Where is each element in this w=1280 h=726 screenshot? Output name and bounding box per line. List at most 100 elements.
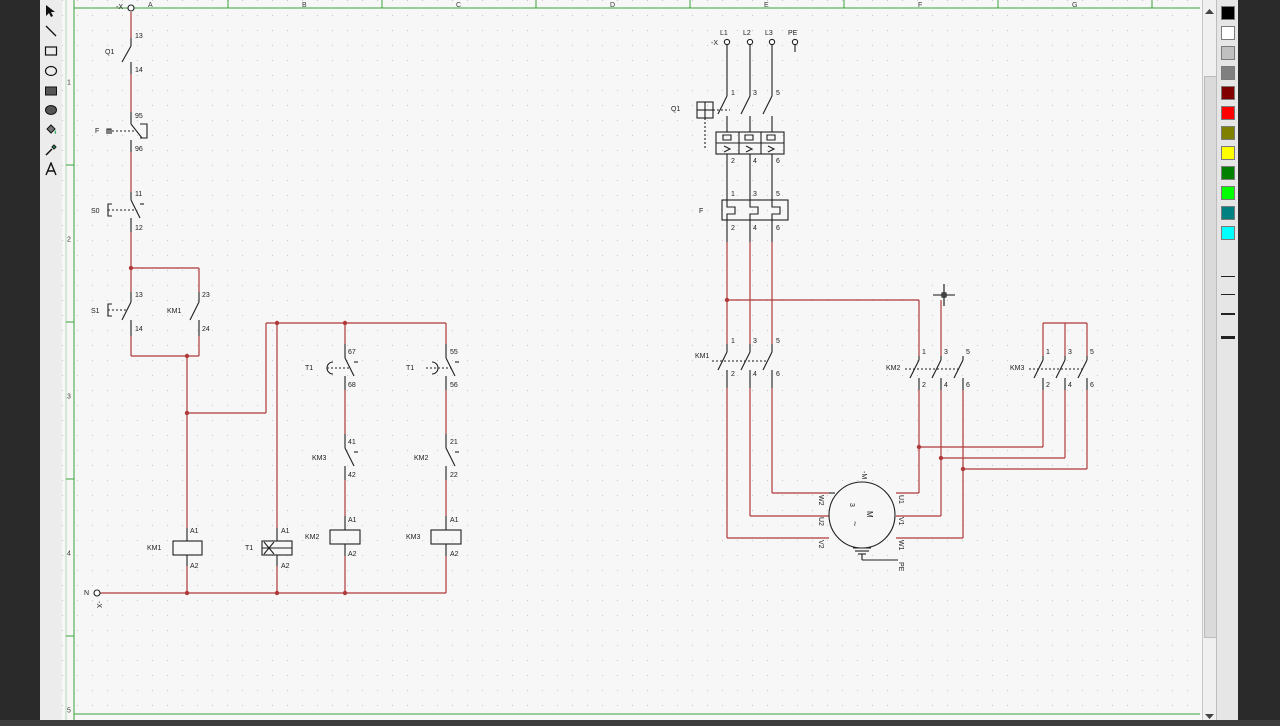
km2-int-label: KM2 [414, 455, 429, 462]
km3-int-label: KM3 [312, 455, 327, 462]
power-km1-bot-2: 2 [731, 371, 735, 378]
text-icon[interactable] [42, 160, 60, 178]
power-f-top-5: 5 [776, 191, 780, 198]
control-junctions [128, 265, 348, 596]
power-junctions [724, 297, 966, 472]
s0-label: S0 [91, 208, 100, 215]
power-f-bot-2: 2 [731, 225, 735, 232]
color-swatch[interactable] [1221, 66, 1235, 80]
filled-rectangle-icon[interactable] [42, 82, 60, 100]
ellipse-icon[interactable] [42, 62, 60, 80]
color-swatch[interactable] [1221, 226, 1235, 240]
t1-b-t2: 56 [450, 382, 458, 389]
arrow-icon[interactable] [42, 2, 60, 20]
color-swatch[interactable] [1221, 146, 1235, 160]
s0-t1: 11 [135, 191, 142, 198]
row-label-2: 2 [67, 237, 71, 244]
km2-int-t1: 21 [450, 439, 458, 446]
power-terminal-ref: -X [711, 40, 718, 47]
motor-v1: V1 [897, 517, 904, 526]
column-label-f: F [918, 2, 922, 9]
t1-a-t1: 67 [348, 349, 356, 356]
line-width-1[interactable] [1221, 276, 1235, 277]
coil-km2-a2: A2 [348, 551, 357, 558]
motor-type: M [865, 511, 874, 518]
color-swatch[interactable] [1221, 26, 1235, 40]
power-q1-top-1: 1 [731, 90, 735, 97]
s1-label: S1 [91, 308, 100, 315]
term-pe: PE [788, 30, 798, 37]
n-terminal-label: N [84, 590, 89, 597]
control-wiring [100, 12, 447, 594]
crosshair-cursor [933, 284, 955, 306]
term-l3: L3 [765, 30, 773, 37]
coil-km2-a1: A1 [348, 517, 357, 524]
coil-km3-a2: A2 [450, 551, 459, 558]
power-km3-top-3: 3 [1068, 349, 1072, 356]
km1-aux-label: KM1 [167, 308, 182, 315]
power-symbols [696, 38, 1088, 561]
power-km2-label: KM2 [886, 365, 901, 372]
column-label-d: D [610, 2, 615, 9]
coil-t1-a2: A2 [281, 563, 290, 570]
color-swatch[interactable] [1221, 186, 1235, 200]
power-labels: L1 L2 L3 PE -X Q1 1 3 5 2 4 6 F 1 3 5 2 … [671, 30, 1094, 572]
motor-ac: ~ [850, 521, 860, 526]
t1-a-t2: 68 [348, 382, 356, 389]
line-width-2[interactable] [1221, 294, 1235, 295]
color-swatch[interactable] [1221, 46, 1235, 60]
motor-v2: V2 [817, 540, 824, 549]
power-km2-bot-4: 4 [944, 382, 948, 389]
motor-w1: W1 [897, 540, 904, 551]
sheet-frame [65, 0, 1200, 720]
motor-w2: W2 [817, 495, 824, 506]
scroll-down-arrow-icon[interactable] [1204, 708, 1215, 719]
power-km3-top-1: 1 [1046, 349, 1050, 356]
scroll-up-arrow-icon[interactable] [1204, 2, 1215, 14]
color-swatch[interactable] [1221, 206, 1235, 220]
f-t1: 95 [135, 113, 143, 120]
power-km1-label: KM1 [695, 353, 710, 360]
power-km1-bot-4: 4 [753, 371, 757, 378]
tool-palette [40, 0, 63, 720]
power-km1-top-1: 1 [731, 338, 735, 345]
km1-aux-t2: 24 [202, 326, 210, 333]
color-swatch[interactable] [1221, 166, 1235, 180]
top-terminal-ref: -X [116, 4, 123, 11]
column-label-a: A [148, 2, 153, 9]
line-width-4[interactable] [1221, 336, 1235, 339]
vertical-scrollbar[interactable] [1202, 0, 1217, 720]
power-q1-top-5: 5 [776, 90, 780, 97]
line-icon[interactable] [42, 22, 60, 40]
power-km1-bot-6: 6 [776, 371, 780, 378]
motor-u1: U1 [897, 495, 904, 504]
km3-int-t2: 42 [348, 472, 356, 479]
t1-b-label: T1 [406, 365, 414, 372]
column-label-e: E [764, 2, 769, 9]
color-swatch[interactable] [1221, 126, 1235, 140]
n-terminal-ref: -X [95, 601, 102, 608]
power-km2-top-5: 5 [966, 349, 970, 356]
color-swatch[interactable] [1221, 106, 1235, 120]
color-palette [1216, 0, 1239, 720]
term-l1: L1 [720, 30, 728, 37]
color-swatch[interactable] [1221, 86, 1235, 100]
km3-int-t1: 41 [348, 439, 356, 446]
frame-ticks [66, 0, 1153, 637]
color-swatch[interactable] [1221, 6, 1235, 20]
rectangle-icon[interactable] [42, 42, 60, 60]
power-q1-top-3: 3 [753, 90, 757, 97]
f-t2: 96 [135, 146, 143, 153]
power-q1-bot-6: 6 [776, 158, 780, 165]
right-dark-border [1238, 0, 1280, 720]
s0-t2: 12 [135, 225, 143, 232]
power-km2-bot-2: 2 [922, 382, 926, 389]
filled-ellipse-icon[interactable] [42, 101, 60, 119]
left-dark-border [0, 0, 40, 720]
coil-t1-a1: A1 [281, 528, 290, 535]
fill-bucket-icon[interactable] [42, 121, 60, 139]
line-width-3[interactable] [1221, 313, 1235, 315]
eyedropper-icon[interactable] [42, 141, 60, 159]
